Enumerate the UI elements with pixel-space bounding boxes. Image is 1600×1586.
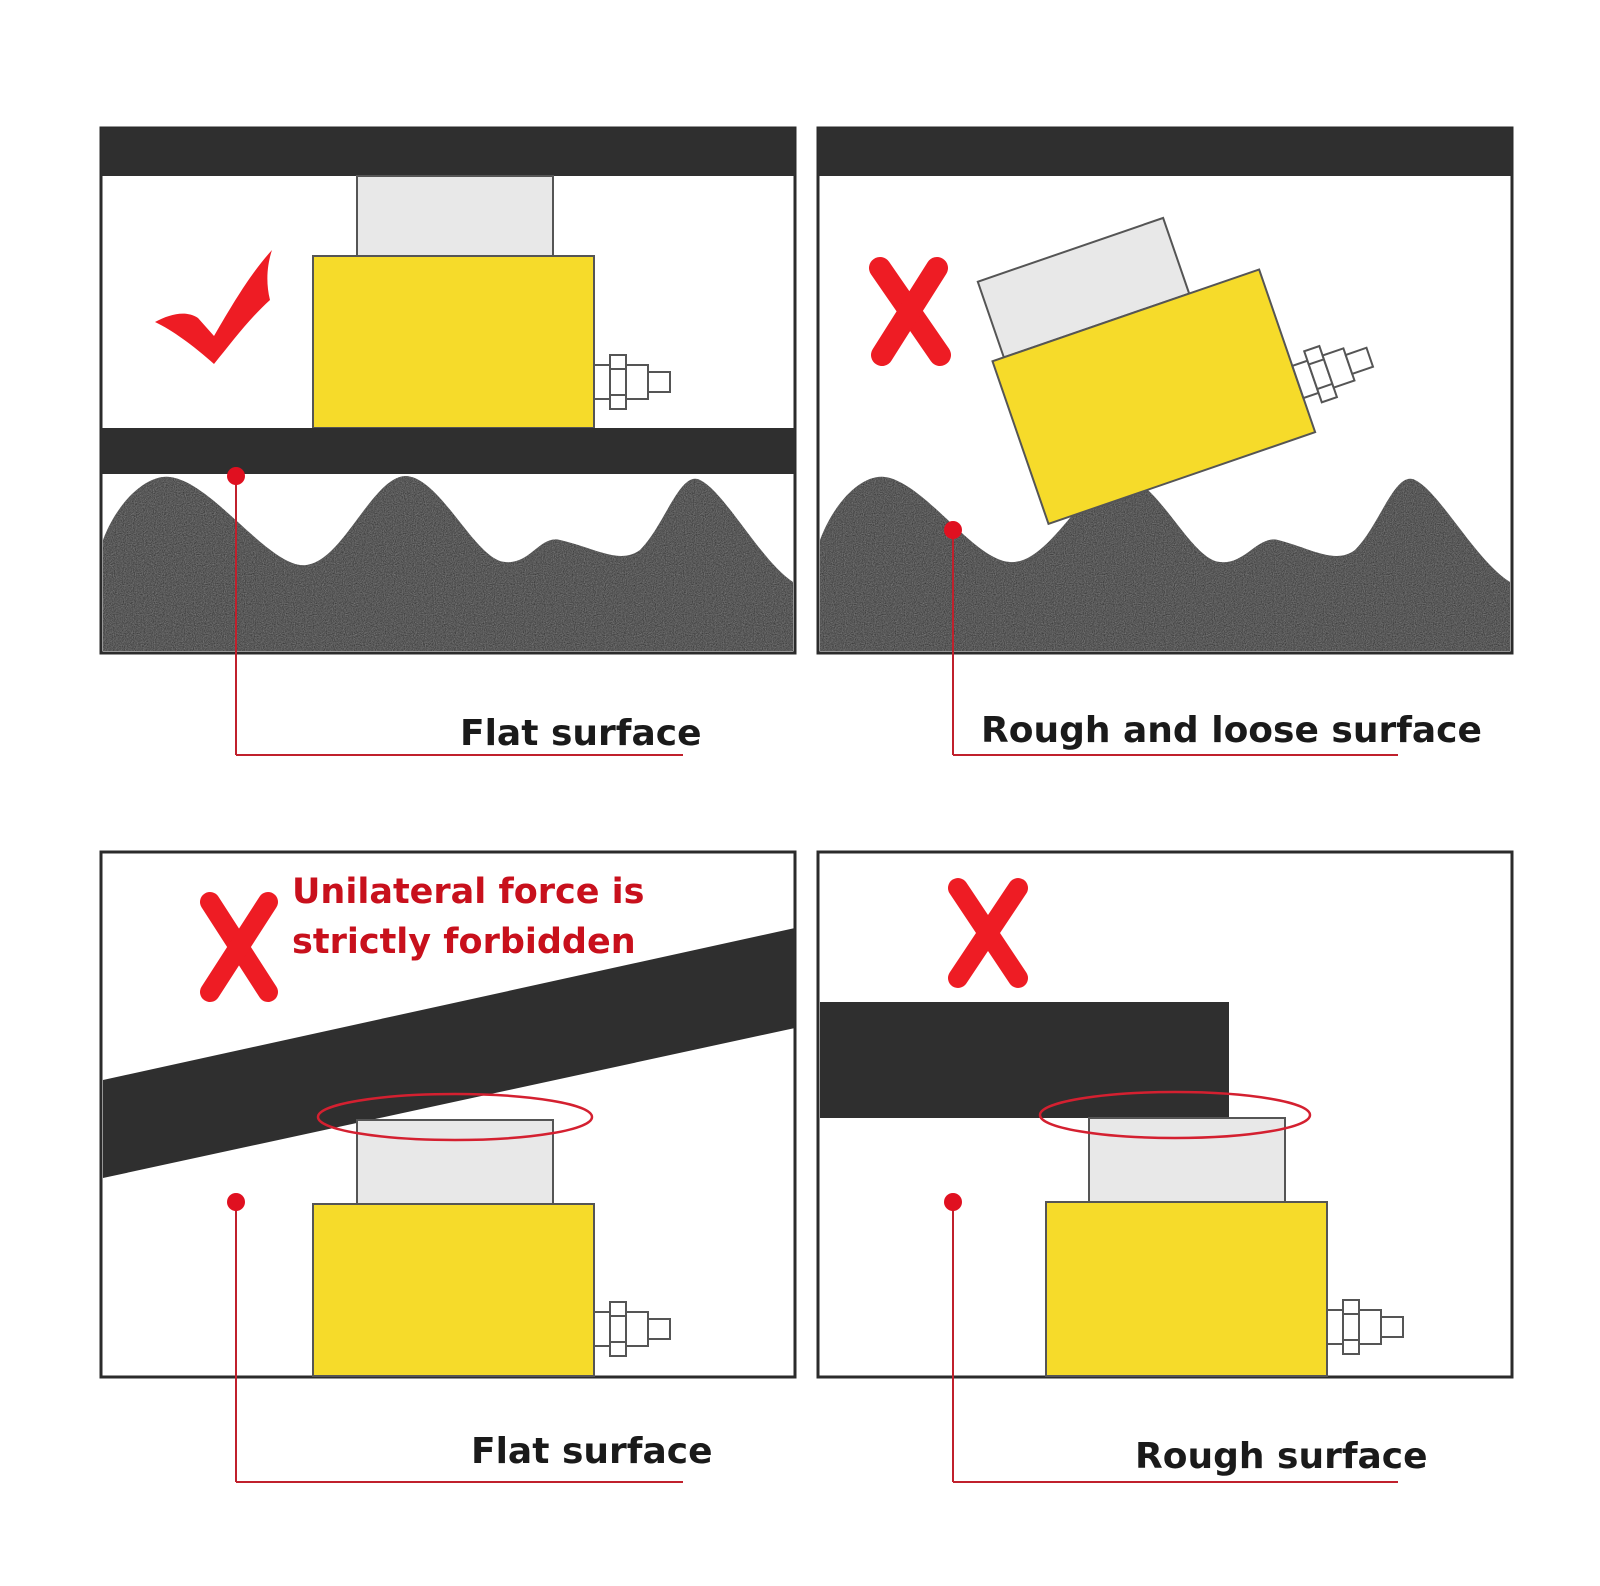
cross-icon bbox=[869, 257, 951, 366]
hydraulic-jack bbox=[312, 1119, 671, 1377]
leader-line bbox=[944, 521, 1398, 756]
panel-caption: Flat surface bbox=[460, 713, 702, 754]
hydraulic-jack-tilted bbox=[976, 216, 1380, 526]
rough-ground bbox=[103, 476, 793, 651]
warning-text-line-2: strictly forbidden bbox=[292, 922, 636, 962]
jack-body bbox=[312, 1203, 595, 1377]
leader-line bbox=[227, 1193, 683, 1483]
hydraulic-jack bbox=[312, 175, 671, 429]
jack-body bbox=[1045, 1201, 1328, 1377]
base-plate bbox=[101, 428, 795, 474]
panel-unilateral-force: Unilateral force is strictly forbidden F… bbox=[99, 850, 797, 1483]
cross-icon bbox=[948, 878, 1028, 988]
panel-caption: Rough and loose surface bbox=[981, 710, 1482, 751]
panel-caption: Rough surface bbox=[1135, 1436, 1428, 1477]
jack-ram bbox=[1088, 1117, 1286, 1203]
contact-highlight bbox=[1038, 1090, 1312, 1140]
hydraulic-jack bbox=[1045, 1117, 1404, 1377]
overhang-beam bbox=[820, 1002, 1229, 1118]
panel-caption: Flat surface bbox=[471, 1431, 713, 1472]
panel-rough-surface: Rough surface bbox=[816, 850, 1514, 1483]
leader-line bbox=[227, 467, 683, 756]
jack-body bbox=[991, 268, 1317, 526]
warning-text-line-1: Unilateral force is bbox=[292, 872, 645, 912]
jack-ram bbox=[356, 1119, 554, 1205]
leader-line bbox=[944, 1193, 1398, 1483]
check-icon bbox=[155, 250, 272, 364]
cross-icon bbox=[200, 892, 278, 1002]
jack-body bbox=[312, 255, 595, 429]
top-beam bbox=[818, 128, 1512, 176]
contact-highlight bbox=[316, 1092, 594, 1142]
jack-ram bbox=[356, 175, 554, 257]
rough-ground bbox=[820, 475, 1510, 651]
tilted-beam bbox=[103, 928, 795, 1178]
panel-flat-surface-correct: Flat surface bbox=[99, 126, 797, 756]
panel-rough-loose-surface: Rough and loose surface bbox=[816, 126, 1514, 756]
top-beam bbox=[101, 128, 795, 176]
